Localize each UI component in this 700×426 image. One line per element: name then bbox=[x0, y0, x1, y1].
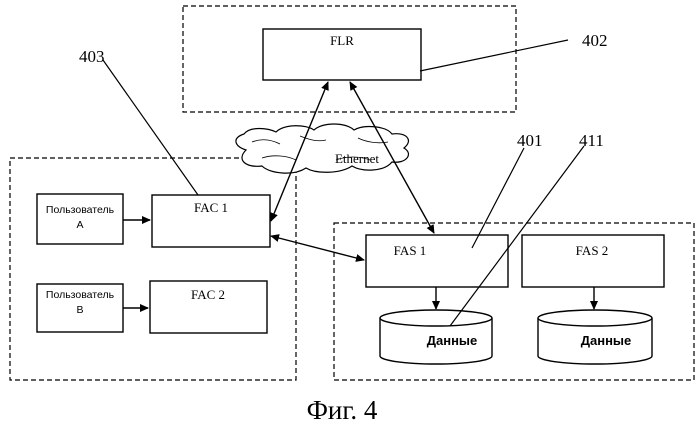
client-group-boundary bbox=[10, 158, 296, 380]
ref-401-leader bbox=[472, 148, 524, 248]
figure-caption: Фиг. 4 bbox=[307, 395, 378, 425]
ethernet-label: Ethernet bbox=[335, 151, 379, 166]
data1-label: Данные bbox=[427, 333, 478, 348]
user-b-label: Пользователь bbox=[46, 289, 115, 301]
ref-403: 403 bbox=[79, 47, 105, 66]
ref-403-leader bbox=[103, 60, 198, 195]
user-b-letter: B bbox=[76, 304, 83, 316]
fas2-label: FAS 2 bbox=[576, 243, 609, 258]
fac1-fas1-arrow bbox=[271, 236, 364, 260]
ref-402-leader bbox=[420, 40, 568, 71]
data2-label: Данные bbox=[581, 333, 632, 348]
fas1-label: FAS 1 bbox=[394, 243, 427, 258]
ethernet-cloud bbox=[236, 124, 409, 173]
ref-401: 401 bbox=[517, 131, 543, 150]
ref-402: 402 bbox=[582, 31, 608, 50]
fas1-box bbox=[366, 235, 508, 287]
fac1-label: FAC 1 bbox=[194, 200, 228, 215]
fac2-label: FAC 2 bbox=[191, 287, 225, 302]
ref-411: 411 bbox=[579, 131, 604, 150]
user-a-letter: A bbox=[76, 219, 83, 231]
user-a-label: Пользователь bbox=[46, 204, 115, 216]
flr-label: FLR bbox=[330, 33, 354, 48]
